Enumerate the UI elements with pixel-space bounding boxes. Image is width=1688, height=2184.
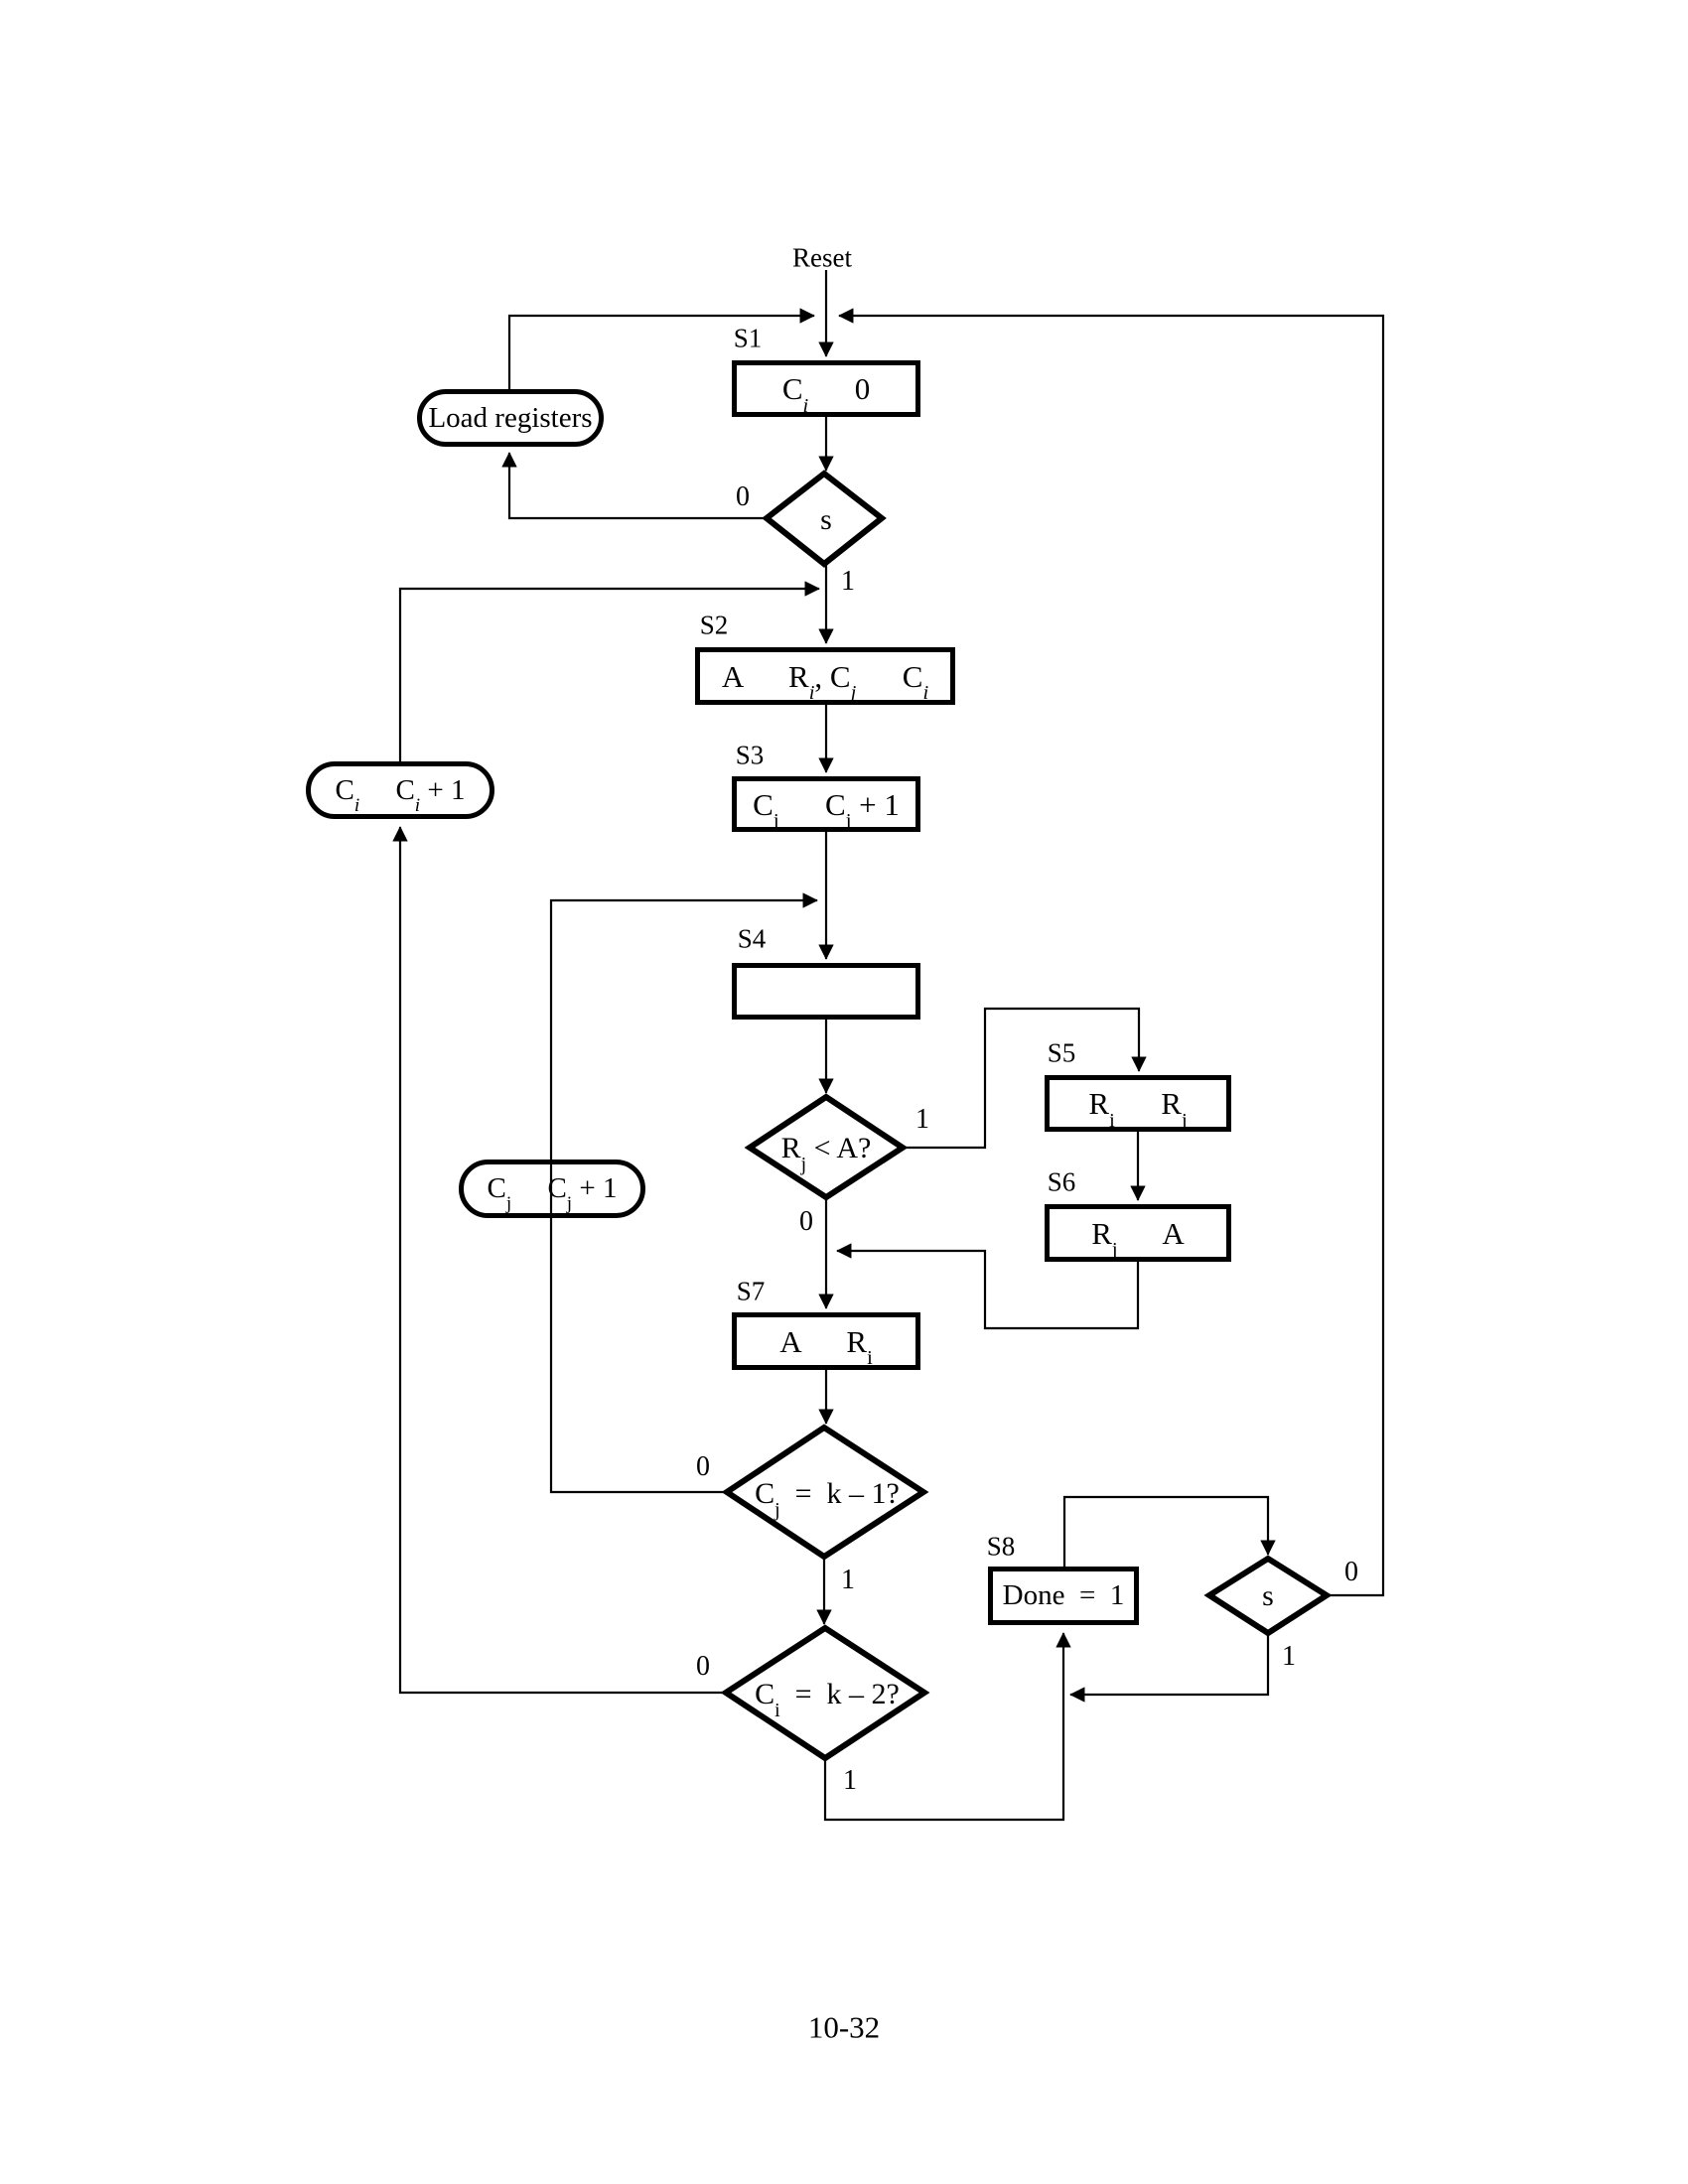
decision-ci-k2-text: Ci = k – 2?	[755, 1678, 900, 1721]
state-label-s2: S2	[699, 610, 729, 640]
state-s2-action: A Ri, Cj Ci	[721, 658, 929, 705]
branch-s-bottom-no: 0	[1344, 1557, 1358, 1587]
edge-s-bottom-yes-to-s8	[1069, 1633, 1270, 1703]
decision-s-top-text: s	[820, 503, 832, 536]
branch-s-bottom-yes: 1	[1282, 1641, 1296, 1672]
branch-ci-k2-no: 0	[696, 1651, 710, 1682]
state-box-s6: Rj A	[1045, 1204, 1231, 1262]
page-number: 10-32	[807, 2009, 881, 2045]
branch-ci-k2-yes: 1	[843, 1765, 857, 1796]
edge-s-bottom-no-to-top	[838, 308, 1385, 1597]
decision-rj-lt-a-text: Rj < A?	[780, 1132, 872, 1175]
state-s7-action: A Ri	[779, 1323, 873, 1370]
edge-rj-lt-a-yes-to-s5	[903, 1007, 1147, 1150]
state-box-s4	[732, 963, 920, 1020]
state-box-s3: Cj Cj + 1	[732, 776, 920, 832]
conditional-output-inc-cj: Cj Cj + 1	[459, 1160, 645, 1218]
state-label-s1: S1	[733, 323, 763, 353]
state-box-s7: A Ri	[732, 1312, 920, 1370]
state-s5-action: Ri Rj	[1088, 1086, 1188, 1132]
branch-cj-k1-yes: 1	[841, 1565, 855, 1595]
edge-inc-ci-to-s2	[398, 581, 820, 761]
branch-s-top-yes: 1	[841, 566, 855, 597]
state-box-s5: Ri Rj	[1045, 1075, 1231, 1132]
state-box-s1: Ci 0	[732, 360, 920, 417]
edge-ci-k2-no-to-inc-ci	[392, 826, 726, 1695]
state-label-s7: S7	[736, 1276, 766, 1306]
state-s3-action: Cj Cj + 1	[753, 786, 900, 833]
decision-rj-lt-a-shape	[744, 1093, 909, 1201]
decision-cj-k1-text: Cj = k – 1?	[755, 1477, 900, 1521]
edge-ci-k2-yes-to-s8	[823, 1632, 1071, 1822]
reset-label: Reset	[792, 242, 852, 273]
state-label-s4: S4	[737, 923, 767, 954]
edge-s-top-no-to-load	[501, 452, 767, 520]
state-label-s8: S8	[986, 1531, 1016, 1562]
decision-s-bottom-text: s	[1262, 1579, 1274, 1612]
edge-cj-k1-no-to-s4	[549, 892, 818, 1494]
load-registers-text: Load registers	[428, 401, 593, 434]
decision-s-top-shape	[762, 470, 887, 568]
branch-cj-k1-no: 0	[696, 1451, 710, 1482]
state-s8-action: Done = 1	[1002, 1579, 1125, 1611]
branch-s-top-no: 0	[736, 481, 750, 512]
state-label-s3: S3	[735, 740, 765, 770]
branch-rj-lt-a-yes: 1	[915, 1104, 929, 1135]
state-label-s6: S6	[1047, 1166, 1076, 1197]
edge-load-to-top-junction	[507, 308, 815, 389]
state-label-s5: S5	[1047, 1037, 1076, 1068]
state-box-s2: A Ri, Cj Ci	[695, 647, 955, 705]
decision-cj-k1-shape	[721, 1424, 929, 1561]
state-s6-action: Rj A	[1091, 1215, 1185, 1262]
inc-ci-text: Ci Ci + 1	[335, 773, 466, 816]
state-box-s8: Done = 1	[988, 1567, 1139, 1625]
conditional-output-load-registers: Load registers	[417, 389, 604, 447]
state-s1-action: Ci 0	[781, 371, 871, 417]
edge-s8-to-s-bottom	[1062, 1495, 1276, 1567]
inc-cj-text: Cj Cj + 1	[487, 1172, 618, 1215]
conditional-output-inc-ci: Ci Ci + 1	[306, 761, 494, 819]
decision-s-bottom-shape	[1203, 1555, 1333, 1637]
decision-ci-k2-shape	[720, 1624, 930, 1762]
edge-s6-return-to-s7	[836, 1243, 1140, 1330]
branch-rj-lt-a-no: 0	[799, 1206, 813, 1237]
